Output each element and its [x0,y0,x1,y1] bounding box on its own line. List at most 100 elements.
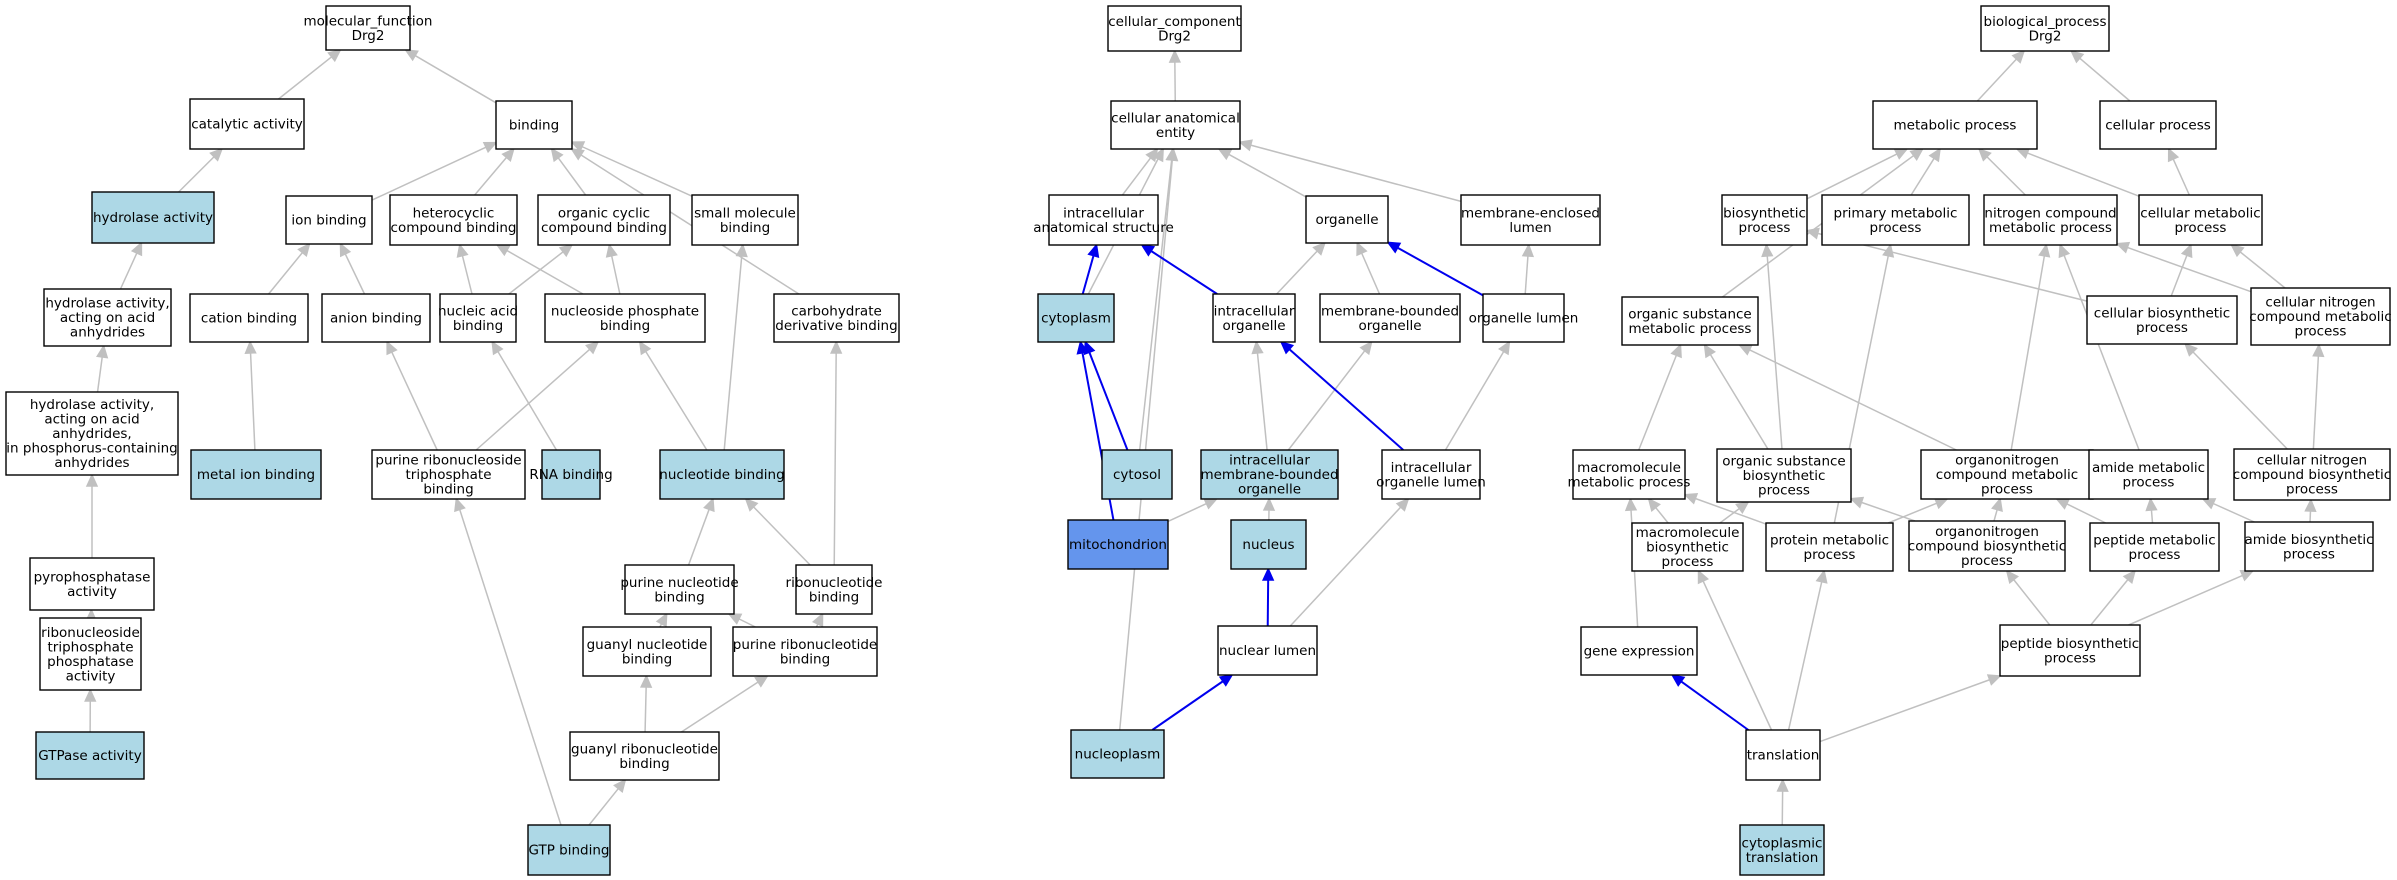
node-box[interactable] [2086,295,2238,345]
node-box[interactable] [35,731,145,780]
go-term-node-gene-expression[interactable]: gene expression [1580,626,1698,676]
go-term-node-metabolic-process[interactable]: metabolic process [1872,100,2038,150]
node-box[interactable] [389,194,518,246]
node-box[interactable] [29,557,155,611]
node-box[interactable] [2250,287,2391,346]
node-box[interactable] [2244,521,2374,572]
node-box[interactable] [1217,625,1318,676]
node-box[interactable] [1908,520,2066,572]
node-box[interactable] [1580,626,1698,676]
node-box[interactable] [1821,194,1970,246]
go-term-node-nucleoplasm[interactable]: nucleoplasm [1070,729,1165,779]
node-box[interactable] [659,449,785,500]
go-term-node-gtp-binding[interactable]: GTP binding [527,824,611,876]
node-box[interactable] [43,288,172,347]
node-box[interactable] [1230,519,1307,570]
node-box[interactable] [1621,296,1759,346]
node-box[interactable] [691,194,799,246]
go-term-node-nucleus[interactable]: nucleus [1230,519,1307,570]
node-box[interactable] [1721,194,1808,246]
node-box[interactable] [1305,195,1389,244]
node-box[interactable] [321,293,431,343]
node-box[interactable] [1716,448,1852,503]
node-box[interactable] [1460,194,1601,246]
node-box[interactable] [544,293,706,343]
node-box[interactable] [1631,522,1744,572]
node-box[interactable] [325,5,411,51]
node-box[interactable] [773,293,900,343]
node-box[interactable] [1980,5,2110,52]
node-box[interactable] [5,391,179,476]
go-term-node-gtpase[interactable]: GTPase activity [35,731,145,780]
node-box[interactable] [1745,729,1821,781]
node-box[interactable] [1872,100,2038,150]
node-box[interactable] [541,449,601,500]
go-term-node-nuclear-lumen[interactable]: nuclear lumen [1217,625,1318,676]
go-term-node-hydrolase-anh-p[interactable]: hydrolase activity,acting on acidanhydri… [5,391,179,476]
node-box[interactable] [371,449,526,500]
node-box[interactable] [2233,448,2391,501]
go-term-node-translation[interactable]: translation [1745,729,1821,781]
node-box[interactable] [285,195,373,245]
node-box[interactable] [1482,293,1565,343]
node-box[interactable] [2089,522,2220,572]
node-box[interactable] [1070,729,1165,779]
node-box[interactable] [582,626,712,677]
node-box[interactable] [537,194,671,246]
node-box[interactable] [2138,194,2263,246]
node-box[interactable] [527,824,611,876]
node-box[interactable] [1920,449,2094,500]
node-box[interactable] [2088,449,2209,500]
go-term-node-organelle-lumen[interactable]: organelle lumen [1469,293,1579,343]
go-term-node-organelle[interactable]: organelle [1305,195,1389,244]
node-box[interactable] [1107,5,1242,52]
go-term-node-cellular-process[interactable]: cellular process [2099,100,2217,150]
go-term-node-cation-binding[interactable]: cation binding [189,293,309,343]
node-box[interactable] [495,100,573,150]
node-box[interactable] [189,293,309,343]
node-box[interactable] [1037,293,1115,343]
go-term-node-rna-binding[interactable]: RNA binding [529,449,613,500]
node-box[interactable] [189,98,305,150]
node-box[interactable] [624,564,735,615]
go-term-node-catalytic[interactable]: catalytic activity [189,98,305,150]
go-term-node-nucleotide-binding[interactable]: nucleotide binding [659,449,785,500]
node-box[interactable] [1101,449,1173,500]
node-box[interactable] [190,449,322,500]
go-term-node-anion-binding[interactable]: anion binding [321,293,431,343]
go-term-node-binding[interactable]: binding [495,100,573,150]
go-term-node-hydrolase[interactable]: hydrolase activity [91,191,215,244]
node-box[interactable] [795,564,873,615]
